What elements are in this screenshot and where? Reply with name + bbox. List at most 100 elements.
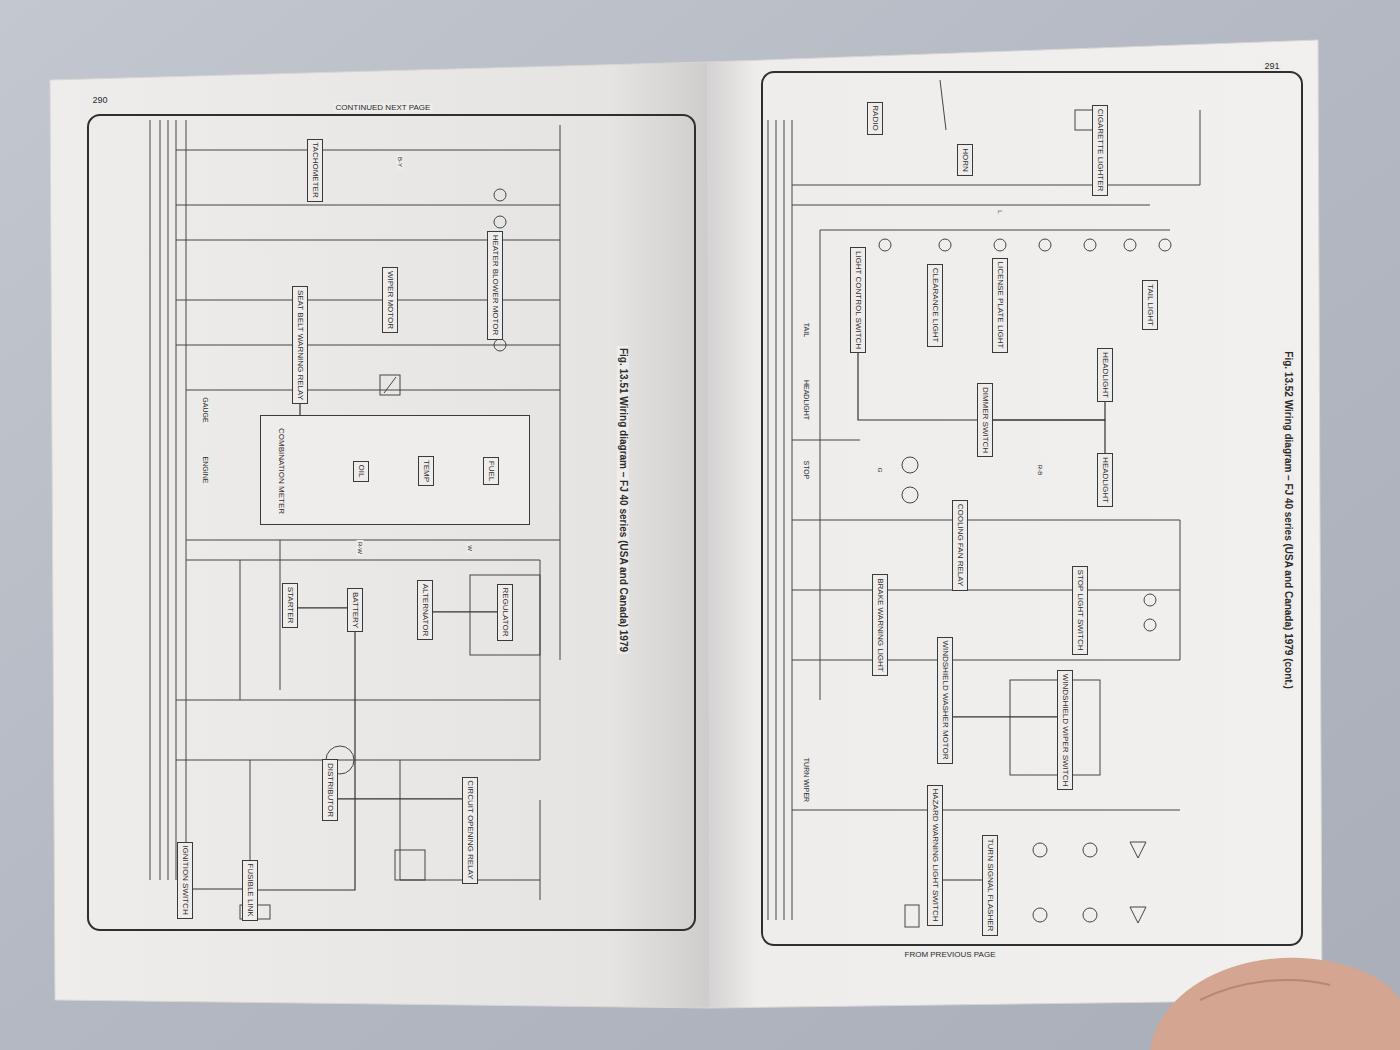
component-name: SEAT BELT WARNING RELAY xyxy=(295,290,305,400)
wiring-stroke xyxy=(384,377,396,393)
component-name: CIGARETTE LIGHTER xyxy=(1095,109,1105,192)
wiring-stroke xyxy=(176,345,560,346)
wire-connector xyxy=(943,879,982,880)
component-box: STARTER xyxy=(282,583,298,628)
component-box: STOP LIGHT SWITCH xyxy=(1072,566,1088,655)
wiring-stroke xyxy=(792,440,860,441)
wiring-stroke xyxy=(708,40,1322,1008)
component-box: FUSIBLE LINK xyxy=(242,860,258,921)
wiring-stroke xyxy=(1150,958,1400,1050)
wiring-stroke xyxy=(176,120,177,880)
wire-connector xyxy=(993,420,1105,453)
wiring-stroke xyxy=(792,520,1180,521)
gauge-box: OIL xyxy=(353,461,369,482)
component-box: TAIL LIGHT xyxy=(1142,280,1158,330)
component-box: WINDSHIELD WASHER MOTOR xyxy=(937,637,953,764)
wiring-stroke xyxy=(792,185,1200,186)
component-name: COOLING FAN RELAY xyxy=(955,504,965,587)
component-box: COOLING FAN RELAY xyxy=(952,500,968,591)
component-box: WINDSHIELD WIPER SWITCH xyxy=(1057,670,1073,790)
wiring-stroke xyxy=(1010,680,1100,775)
wiring-stroke xyxy=(994,239,1006,251)
wire-connector xyxy=(953,716,1057,717)
wiring-stroke xyxy=(470,575,540,655)
component-box: WIPER MOTOR xyxy=(382,267,398,333)
component-name: LIGHT CONTROL SWITCH xyxy=(853,251,863,349)
wiring-stroke xyxy=(168,120,169,880)
component-name: FUEL xyxy=(486,461,496,481)
wiring-stroke xyxy=(792,660,1180,661)
right-wiring xyxy=(768,80,1200,927)
wiring-stroke xyxy=(939,239,951,251)
wiring-stroke xyxy=(1130,842,1146,858)
wiring-stroke xyxy=(88,115,695,930)
component-box: DIMMER SWITCH xyxy=(977,383,993,457)
wiring-stroke xyxy=(940,80,946,130)
wiring-stroke xyxy=(1083,908,1097,922)
component-name: RADIO xyxy=(870,105,880,130)
wiring-stroke xyxy=(176,760,540,761)
component-box: IGNITION SWITCH xyxy=(177,842,193,919)
component-name: HEATER BLOWER MOTOR xyxy=(490,235,500,336)
wiring-stroke xyxy=(1083,843,1097,857)
component-name: OIL xyxy=(356,465,366,478)
gauge-box: FUEL xyxy=(483,457,499,485)
left-wiring xyxy=(150,120,560,919)
wire-color-code: R-W xyxy=(357,540,364,556)
component-name: IGNITION SWITCH xyxy=(180,845,190,914)
wire-connector xyxy=(298,607,347,608)
component-box: RADIO xyxy=(867,102,883,135)
component-name: BATTERY xyxy=(350,592,360,628)
component-name: BRAKE WARNING LIGHT xyxy=(875,578,885,672)
component-box: COMBINATION METEROILTEMPFUEL xyxy=(260,415,530,525)
component-name: DIMMER SWITCH xyxy=(980,387,990,453)
wire-color-code: R-B xyxy=(1037,463,1044,477)
wiring-stroke xyxy=(768,120,769,920)
wiring-stroke xyxy=(1084,239,1096,251)
component-box: LIGHT CONTROL SWITCH xyxy=(850,247,866,353)
wiring-stroke xyxy=(902,487,918,503)
component-box: TACHOMETER xyxy=(307,139,323,202)
wire-connector xyxy=(858,353,977,420)
wiring-stroke xyxy=(176,205,560,206)
wiring-stroke xyxy=(792,590,1180,591)
component-name: REGULATOR xyxy=(500,587,510,636)
wiring-stroke xyxy=(1033,908,1047,922)
wiring-stroke xyxy=(879,239,891,251)
component-name: DISTRIBUTOR xyxy=(325,763,335,817)
component-name: STOP LIGHT SWITCH xyxy=(1075,570,1085,651)
wiring-stroke xyxy=(905,905,919,927)
wiring-stroke xyxy=(150,120,151,880)
figure-caption: Fig. 13.52 Wiring diagram – FJ 40 series… xyxy=(1282,349,1294,690)
fuse-label: ENGINE xyxy=(201,455,209,486)
wiring-stroke xyxy=(1144,594,1156,606)
component-name: WINDSHIELD WIPER SWITCH xyxy=(1060,674,1070,786)
page-number: 291 xyxy=(1262,61,1281,71)
component-box: HORN xyxy=(957,144,973,176)
wiring-stroke xyxy=(776,120,777,920)
wiring-stroke xyxy=(176,700,540,701)
wiring-stroke xyxy=(1039,239,1051,251)
wiring-stroke xyxy=(400,760,401,880)
component-name: LICENSE PLATE LIGHT xyxy=(995,262,1005,349)
wiring-stroke xyxy=(560,125,561,660)
wire-connector xyxy=(993,402,1105,420)
wiring-stroke xyxy=(186,390,560,391)
figure-caption: Fig. 13.51 Wiring diagram – FJ 40 series… xyxy=(617,346,629,654)
component-name: TEMP xyxy=(421,460,431,482)
component-name: ALTERNATOR xyxy=(420,584,430,636)
wiring-stroke xyxy=(380,375,400,395)
fuse-label: TURN WIPER xyxy=(802,756,810,804)
wiring-stroke xyxy=(176,150,560,151)
wiring-stroke xyxy=(1144,619,1156,631)
component-box: BRAKE WARNING LIGHT xyxy=(872,574,888,676)
wiring-stroke xyxy=(250,760,251,860)
wiring-stroke xyxy=(280,540,281,690)
component-name: WIPER MOTOR xyxy=(385,271,395,329)
wire-color-code: W xyxy=(467,543,474,553)
continuation-note: FROM PREVIOUS PAGE xyxy=(903,950,998,959)
